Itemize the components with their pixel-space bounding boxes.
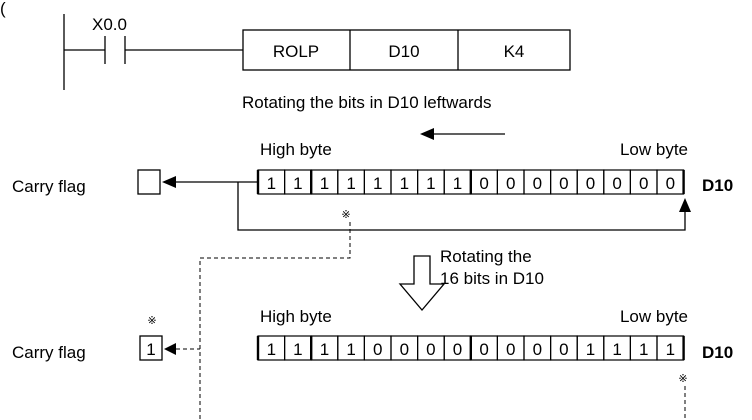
after-carry-value: 1	[146, 340, 155, 359]
dashed-link-left	[199, 222, 351, 420]
after-high-byte-label: High byte	[260, 307, 332, 326]
ladder-rung: X0.0 ROLP D10 K4	[63, 14, 571, 90]
after-bit-value: 0	[559, 340, 568, 359]
before-bit-value: 1	[400, 174, 409, 193]
before-bit-value: 1	[346, 174, 355, 193]
after-bit-value: 0	[506, 340, 515, 359]
down-arrow	[398, 255, 446, 312]
before-bit-value: 0	[533, 174, 542, 193]
after-carry-label: Carry flag	[12, 343, 86, 362]
before-low-byte-label: Low byte	[620, 140, 688, 159]
before-bit-value: 0	[639, 174, 648, 193]
operand-d: D10	[388, 42, 419, 61]
after-bit-value: 1	[320, 340, 329, 359]
rotate-caption: Rotating the bits in D10 leftwards	[242, 93, 491, 112]
after-bit-value: 1	[346, 340, 355, 359]
after-bit-value: 1	[293, 340, 302, 359]
after-carry-arrowhead	[164, 343, 176, 355]
before-bit-value: 0	[559, 174, 568, 193]
instruction-mnemonic: ROLP	[273, 42, 319, 61]
after-bit-value: 1	[612, 340, 621, 359]
before-marker: ※	[341, 209, 350, 221]
instruction-box	[242, 29, 571, 71]
operand-k: K4	[504, 42, 525, 61]
before-bit-value: 0	[586, 174, 595, 193]
rotate-loop-arrowhead	[679, 198, 691, 212]
before-register-label: D10	[702, 176, 733, 195]
before-carry-box	[137, 169, 161, 195]
before-carry-label: Carry flag	[12, 177, 86, 196]
after-bit-value: 0	[426, 340, 435, 359]
after-bit-value: 1	[666, 340, 675, 359]
after-carry-marker: ※	[147, 315, 156, 327]
middle-caption-line1: Rotating the	[440, 247, 532, 266]
before-bit-value: 0	[666, 174, 675, 193]
before-high-byte-label: High byte	[260, 140, 332, 159]
after-bit-value: 1	[586, 340, 595, 359]
before-bit-value: 1	[453, 174, 462, 193]
before-bit-value: 1	[426, 174, 435, 193]
after-low-byte-label: Low byte	[620, 307, 688, 326]
before-bit-value: 0	[479, 174, 488, 193]
after-bit-value: 0	[533, 340, 542, 359]
contact-label: X0.0	[92, 15, 127, 34]
before-bit-value: 1	[293, 174, 302, 193]
after-bit-value: 0	[373, 340, 382, 359]
after-lsb-marker: ※	[678, 373, 687, 385]
msb-to-carry-arrowhead	[162, 176, 176, 188]
top-caption: (	[0, 0, 6, 18]
before-bit-value: 0	[612, 174, 621, 193]
after-bit-value: 0	[453, 340, 462, 359]
before-bit-value: 1	[373, 174, 382, 193]
before-bit-value: 0	[506, 174, 515, 193]
after-bit-value: 1	[267, 340, 276, 359]
middle-caption-line2: 16 bits in D10	[440, 269, 544, 288]
rotate-loop-line	[237, 182, 686, 231]
after-bit-value: 1	[639, 340, 648, 359]
after-bit-value: 0	[479, 340, 488, 359]
left-arrow-head	[420, 128, 434, 140]
before-bit-value: 1	[267, 174, 276, 193]
after-register-label: D10	[702, 343, 733, 362]
after-carry-box	[139, 335, 163, 361]
before-bit-value: 1	[320, 174, 329, 193]
after-bit-value: 0	[400, 340, 409, 359]
